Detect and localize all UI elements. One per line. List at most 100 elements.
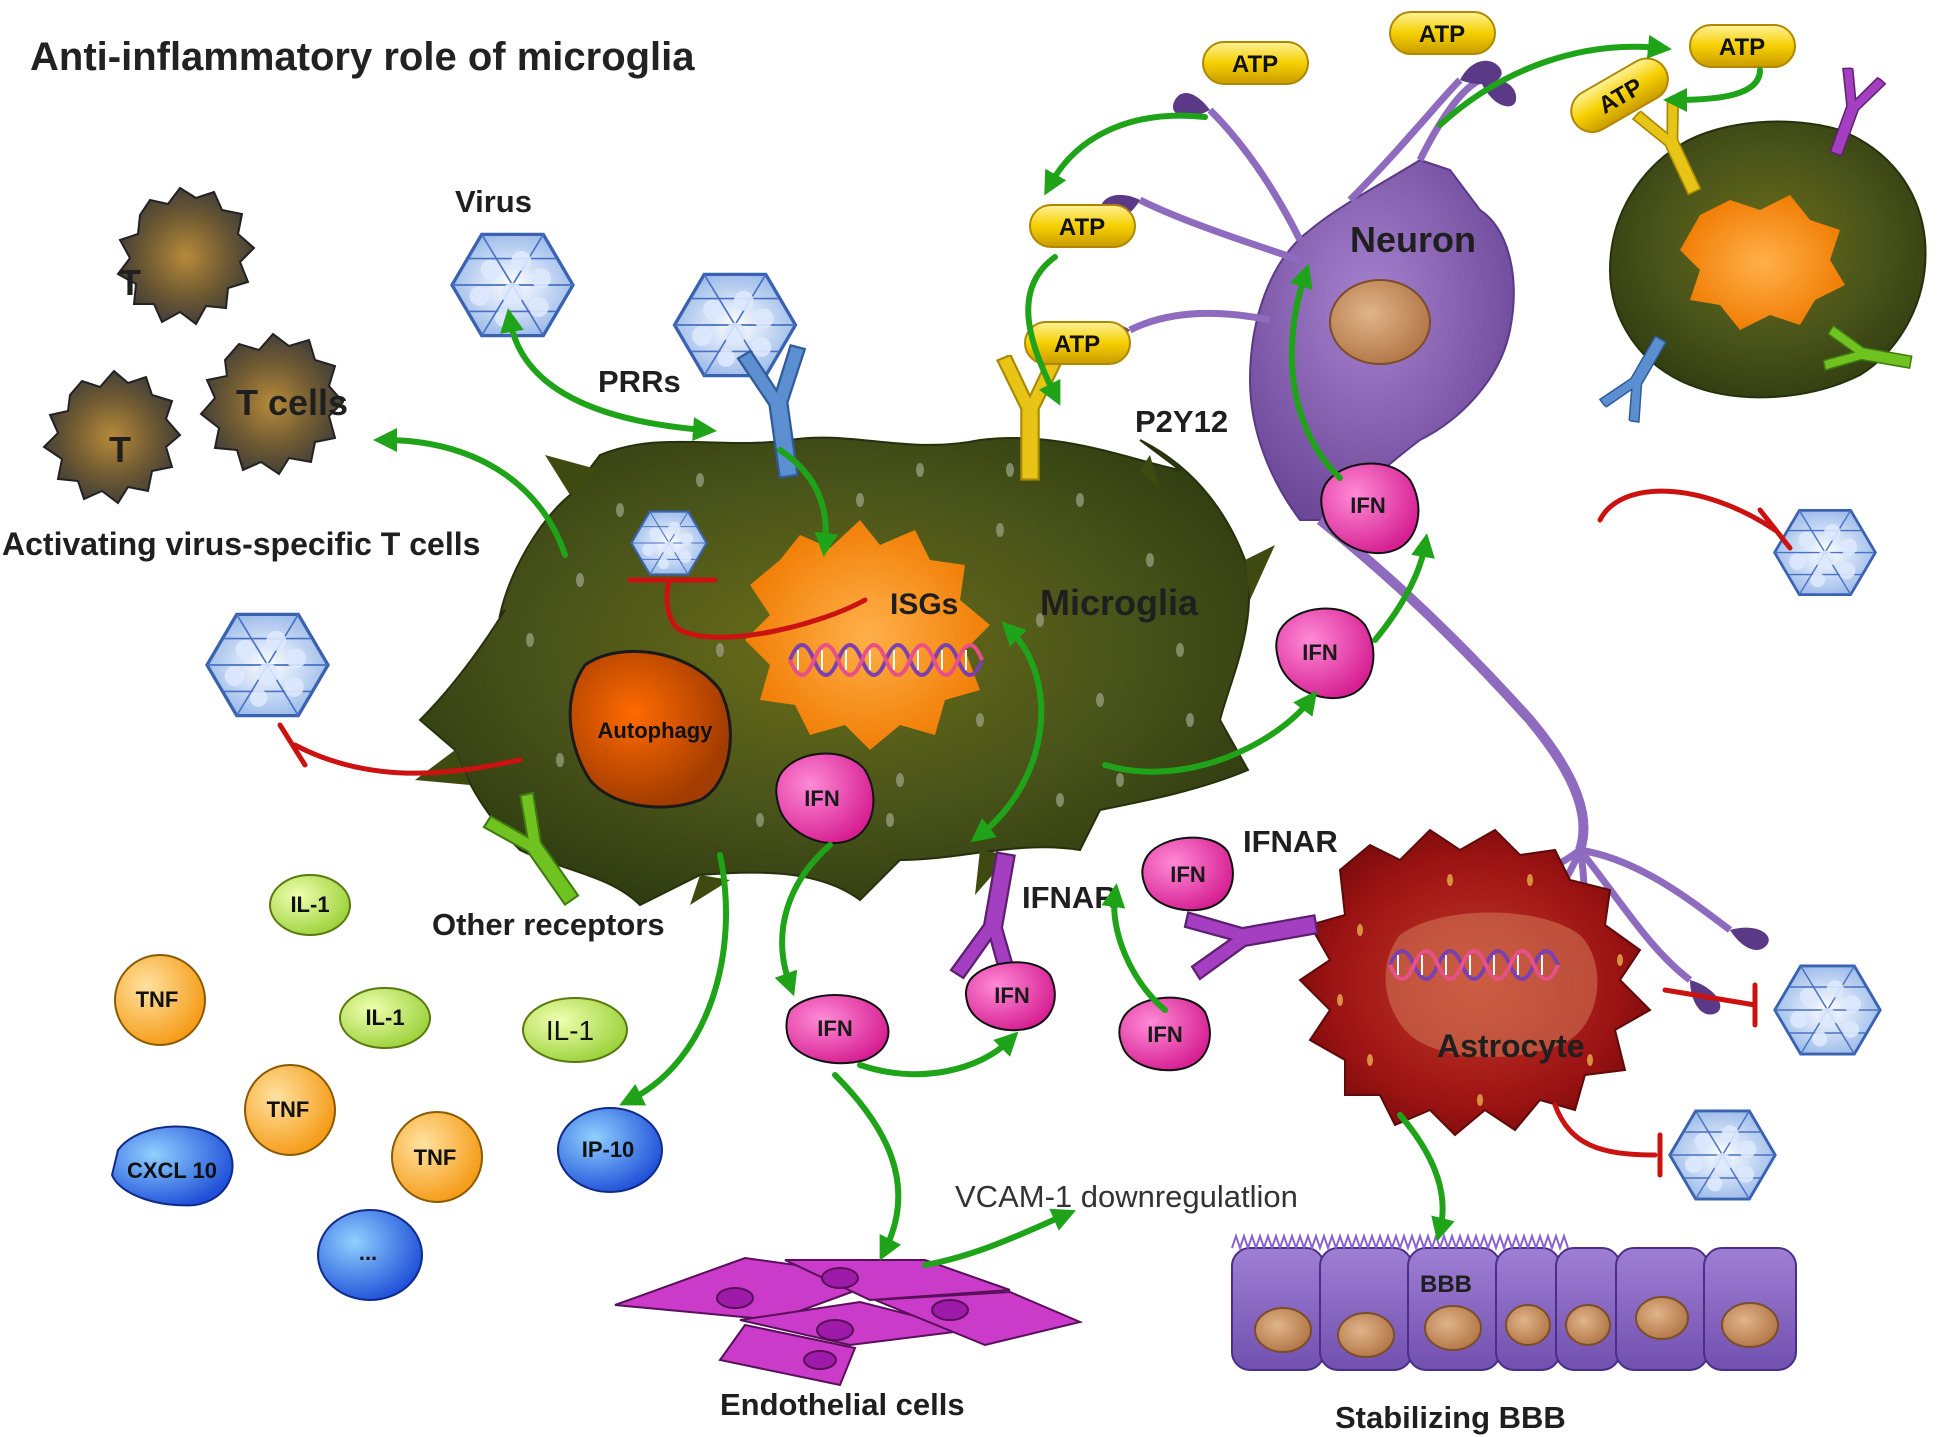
virus-particle bbox=[1773, 964, 1882, 1056]
t-cell-label: T bbox=[109, 429, 131, 470]
arrow bbox=[1102, 690, 1318, 775]
arrow bbox=[1437, 34, 1672, 128]
svg-text:ATP: ATP bbox=[1054, 331, 1100, 358]
cytokine-il1: IL-1 bbox=[339, 987, 431, 1049]
neuron-nucleus bbox=[1329, 279, 1431, 365]
svg-text:IFN: IFN bbox=[1170, 862, 1205, 887]
ifnar-astrocyte-label: IFNAR bbox=[1243, 824, 1338, 859]
bbb-cell-layer bbox=[1231, 1232, 1797, 1371]
vcam-label: VCAM-1 downregulatlion bbox=[955, 1179, 1298, 1214]
ifn-molecule: IFN bbox=[785, 994, 890, 1065]
arrow bbox=[619, 852, 729, 1106]
atp-pill: ATP bbox=[1202, 41, 1309, 85]
prrs-label: PRRs bbox=[598, 364, 681, 399]
inhibition-line bbox=[1552, 1102, 1658, 1158]
virus-particle bbox=[1773, 508, 1877, 597]
svg-text:IL-1: IL-1 bbox=[546, 1015, 594, 1046]
ifn-molecule: IFN bbox=[1141, 836, 1234, 912]
svg-text:IFN: IFN bbox=[817, 1016, 852, 1041]
cytokine-tnf: TNF bbox=[114, 954, 206, 1046]
cytokine-il1: IL-1 bbox=[522, 997, 628, 1063]
t-cell-group: T T T cells bbox=[42, 186, 348, 505]
activating-t-cells-label: Activating virus-specific T cells bbox=[2, 526, 480, 562]
inhibition-bar bbox=[277, 722, 308, 768]
dna-helix bbox=[1388, 949, 1560, 981]
t-cell: T cells bbox=[199, 332, 348, 476]
t-cell-label: T bbox=[119, 262, 141, 303]
ifn-molecule: IFN bbox=[1118, 996, 1211, 1072]
inhibition-line bbox=[1597, 488, 1778, 533]
bbb-label: BBB bbox=[1420, 1271, 1472, 1298]
arrow bbox=[857, 1031, 1019, 1078]
other-receptors-label: Other receptors bbox=[432, 907, 665, 942]
cytokine-ip10: IP-10 bbox=[557, 1107, 663, 1193]
virus-label: Virus bbox=[455, 184, 532, 219]
arrow bbox=[832, 1072, 902, 1261]
svg-text:ATP: ATP bbox=[1419, 21, 1465, 48]
svg-text:IFN: IFN bbox=[1350, 493, 1385, 518]
arrow bbox=[1663, 67, 1763, 112]
stabilizing-bbb-label: Stabilizing BBB bbox=[1335, 1400, 1566, 1435]
ifn-molecule: IFN bbox=[775, 752, 875, 845]
atp-pill: ATP bbox=[1689, 24, 1796, 68]
arrows bbox=[373, 34, 1763, 1268]
arrow bbox=[1025, 254, 1061, 406]
arrow bbox=[970, 621, 1045, 843]
svg-text:TNF: TNF bbox=[136, 987, 179, 1012]
atp-pill: ATP bbox=[1029, 204, 1136, 248]
virus-particle bbox=[205, 612, 330, 718]
microglia-nucleus bbox=[745, 520, 990, 750]
inhibition-line bbox=[664, 577, 868, 640]
svg-text:ATP: ATP bbox=[1232, 51, 1278, 78]
autophagy-label: Autophagy bbox=[598, 718, 714, 743]
cytokine-tnf: TNF bbox=[244, 1064, 336, 1156]
ifn-molecule: IFN bbox=[1320, 462, 1420, 555]
neuron-label: Neuron bbox=[1350, 219, 1476, 260]
svg-text:IFN: IFN bbox=[1147, 1022, 1182, 1047]
svg-text:IP-10: IP-10 bbox=[582, 1137, 635, 1162]
virus-particle bbox=[1668, 1109, 1777, 1201]
arrow bbox=[1288, 263, 1343, 481]
microglia-cell: Autophagy bbox=[415, 436, 1275, 907]
svg-text:ATP: ATP bbox=[1059, 214, 1105, 241]
cytokine-tnf: TNF bbox=[391, 1111, 483, 1203]
cytokine-more: ... bbox=[317, 1209, 423, 1301]
p2y12-label: P2Y12 bbox=[1135, 404, 1228, 439]
virus-particle bbox=[672, 272, 798, 378]
t-cell: T bbox=[42, 369, 182, 505]
diagram-title: Anti-inflammatory role of microglia bbox=[30, 35, 695, 79]
cytokine-il1: IL-1 bbox=[269, 874, 351, 936]
atp-pill: ATP bbox=[1024, 321, 1131, 365]
arrow bbox=[922, 1208, 1077, 1268]
arrow bbox=[373, 428, 568, 558]
svg-text:TNF: TNF bbox=[414, 1145, 457, 1170]
svg-text:IFN: IFN bbox=[804, 786, 839, 811]
astrocyte-label: Astrocyte bbox=[1437, 1028, 1585, 1064]
endothelial-cells bbox=[614, 1256, 1084, 1387]
svg-text:...: ... bbox=[359, 1240, 377, 1265]
ifnar-microglia-label: IFNAR bbox=[1022, 880, 1117, 915]
arrow bbox=[1101, 883, 1168, 1013]
svg-text:CXCL 10: CXCL 10 bbox=[127, 1158, 217, 1183]
t-cells-label: T cells bbox=[236, 382, 348, 423]
inhibition-lines bbox=[277, 488, 1793, 1178]
arrow bbox=[1372, 533, 1435, 643]
ifn-molecule: IFN bbox=[964, 961, 1056, 1032]
inhibition-line bbox=[292, 742, 523, 776]
svg-text:ATP: ATP bbox=[1719, 34, 1765, 61]
inhibition-bar bbox=[1757, 507, 1793, 551]
dna-helix bbox=[788, 643, 984, 677]
astrocyte-cell bbox=[1298, 828, 1652, 1137]
svg-text:TNF: TNF bbox=[267, 1097, 310, 1122]
atp-pill: ATP bbox=[1389, 11, 1496, 55]
svg-text:IL-1: IL-1 bbox=[365, 1005, 404, 1030]
arrow bbox=[777, 447, 839, 557]
endothelial-cells-label: Endothelial cells bbox=[720, 1387, 965, 1422]
svg-text:IFN: IFN bbox=[994, 983, 1029, 1008]
arrow bbox=[1397, 1112, 1455, 1242]
arrow bbox=[1044, 112, 1208, 196]
svg-text:IFN: IFN bbox=[1302, 640, 1337, 665]
svg-text:IL-1: IL-1 bbox=[290, 892, 329, 917]
isgs-label: ISGs bbox=[890, 588, 958, 621]
cytokine-cxcl10: CXCL 10 bbox=[110, 1125, 234, 1207]
